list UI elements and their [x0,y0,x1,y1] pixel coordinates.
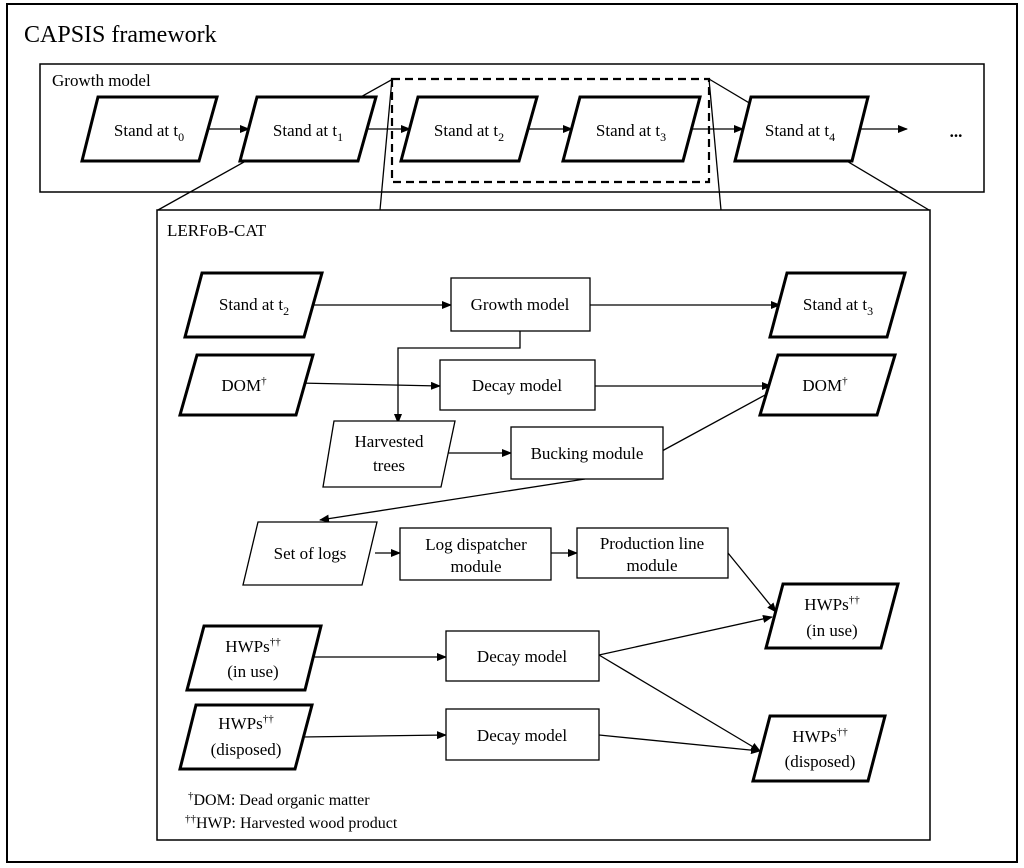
growth-chain-ellipsis: ... [950,122,963,141]
growth-model-node: Growth model [450,277,591,332]
svg-text:Stand at t2: Stand at t2 [219,295,289,318]
arrow-dom-to-decay [297,381,441,390]
arrow-decay-to-hwp-disposed-2 [598,734,761,755]
svg-text:Decay model: Decay model [477,726,567,745]
svg-text:module: module [451,557,502,576]
growth-stand-t1: Stand at t1 [238,95,378,163]
svg-text:module: module [627,556,678,575]
stand-t3-node: Stand at t3 [768,271,907,339]
arrow-decay-to-hwp-inuse [598,615,773,656]
decay-model-in-use-node: Decay model [445,630,600,682]
svg-text:HWPs††: HWPs†† [792,726,848,746]
growth-model-panel-title: Growth model [52,71,151,90]
svg-text:Decay model: Decay model [472,376,562,395]
svg-text:HWPs††: HWPs†† [218,713,274,733]
svg-text:Log dispatcher: Log dispatcher [425,535,527,554]
decay-model-dom-node: Decay model [439,359,596,411]
svg-text:(disposed): (disposed) [785,752,856,771]
arrow-production-to-hwp [727,552,777,613]
growth-stand-t0: Stand at t0 [80,95,219,163]
zoom-connector-right [708,78,722,211]
hwp-disposed-input-node: HWPs†† (disposed) [178,703,314,771]
arrow-bucking-to-dom [661,387,779,452]
svg-text:HWPs††: HWPs†† [804,594,860,614]
growth-stand-t3: Stand at t3 [561,95,702,163]
growth-stand-t2: Stand at t2 [399,95,539,163]
harvested-trees-node: Harvested trees [322,420,456,488]
svg-text:Growth model: Growth model [471,295,570,314]
lerfob-cat-panel-title: LERFoB-CAT [167,221,267,240]
svg-text:Set of logs: Set of logs [274,544,347,563]
svg-text:HWPs††: HWPs†† [225,636,281,656]
svg-text:Stand at t4: Stand at t4 [765,121,835,144]
svg-text:Stand at t3: Stand at t3 [803,295,873,318]
svg-text:(in use): (in use) [227,662,278,681]
set-of-logs-node: Set of logs [242,521,378,586]
svg-text:Bucking module: Bucking module [531,444,644,463]
hwp-in-use-output-node: HWPs†† (in use) [764,582,900,650]
growth-stand-t4: Stand at t4 [733,95,870,163]
stand-t2-node: Stand at t2 [183,271,324,339]
svg-text:Stand at t2: Stand at t2 [434,121,504,144]
production-line-node: Production line module [576,527,729,579]
arrow-hwp-disposed-to-decay [301,731,447,740]
svg-text:Stand at t0: Stand at t0 [114,121,184,144]
svg-text:Production line: Production line [600,534,704,553]
log-dispatcher-node: Log dispatcher module [399,527,552,581]
dom-output-node: DOM† [757,353,898,417]
svg-text:Stand at t3: Stand at t3 [596,121,666,144]
hwp-disposed-output-node: HWPs†† (disposed) [751,714,887,783]
svg-text:DOM†: DOM† [802,375,848,395]
footnote-hwp: ††HWP: Harvested wood product [185,813,398,832]
arrow-decay-to-hwp-disposed [598,654,761,752]
svg-text:Decay model: Decay model [477,647,567,666]
capsis-frame-title: CAPSIS framework [24,22,217,48]
arrow-bucking-to-logs [319,478,586,523]
svg-text:(in use): (in use) [806,621,857,640]
svg-text:Stand at t1: Stand at t1 [273,121,343,144]
footnote-dom: †DOM: Dead organic matter [188,790,370,809]
hwp-in-use-input-node: HWPs†† (in use) [185,624,323,692]
decay-model-disposed-node: Decay model [445,708,600,761]
dom-input-node: DOM† [178,353,315,417]
zoom-connector-left [379,78,393,211]
bucking-module-node: Bucking module [510,426,664,480]
svg-text:trees: trees [373,456,405,475]
svg-text:DOM†: DOM† [221,375,267,395]
svg-text:Harvested: Harvested [355,432,424,451]
svg-text:(disposed): (disposed) [211,740,282,759]
zoom-highlight-box [390,77,711,184]
